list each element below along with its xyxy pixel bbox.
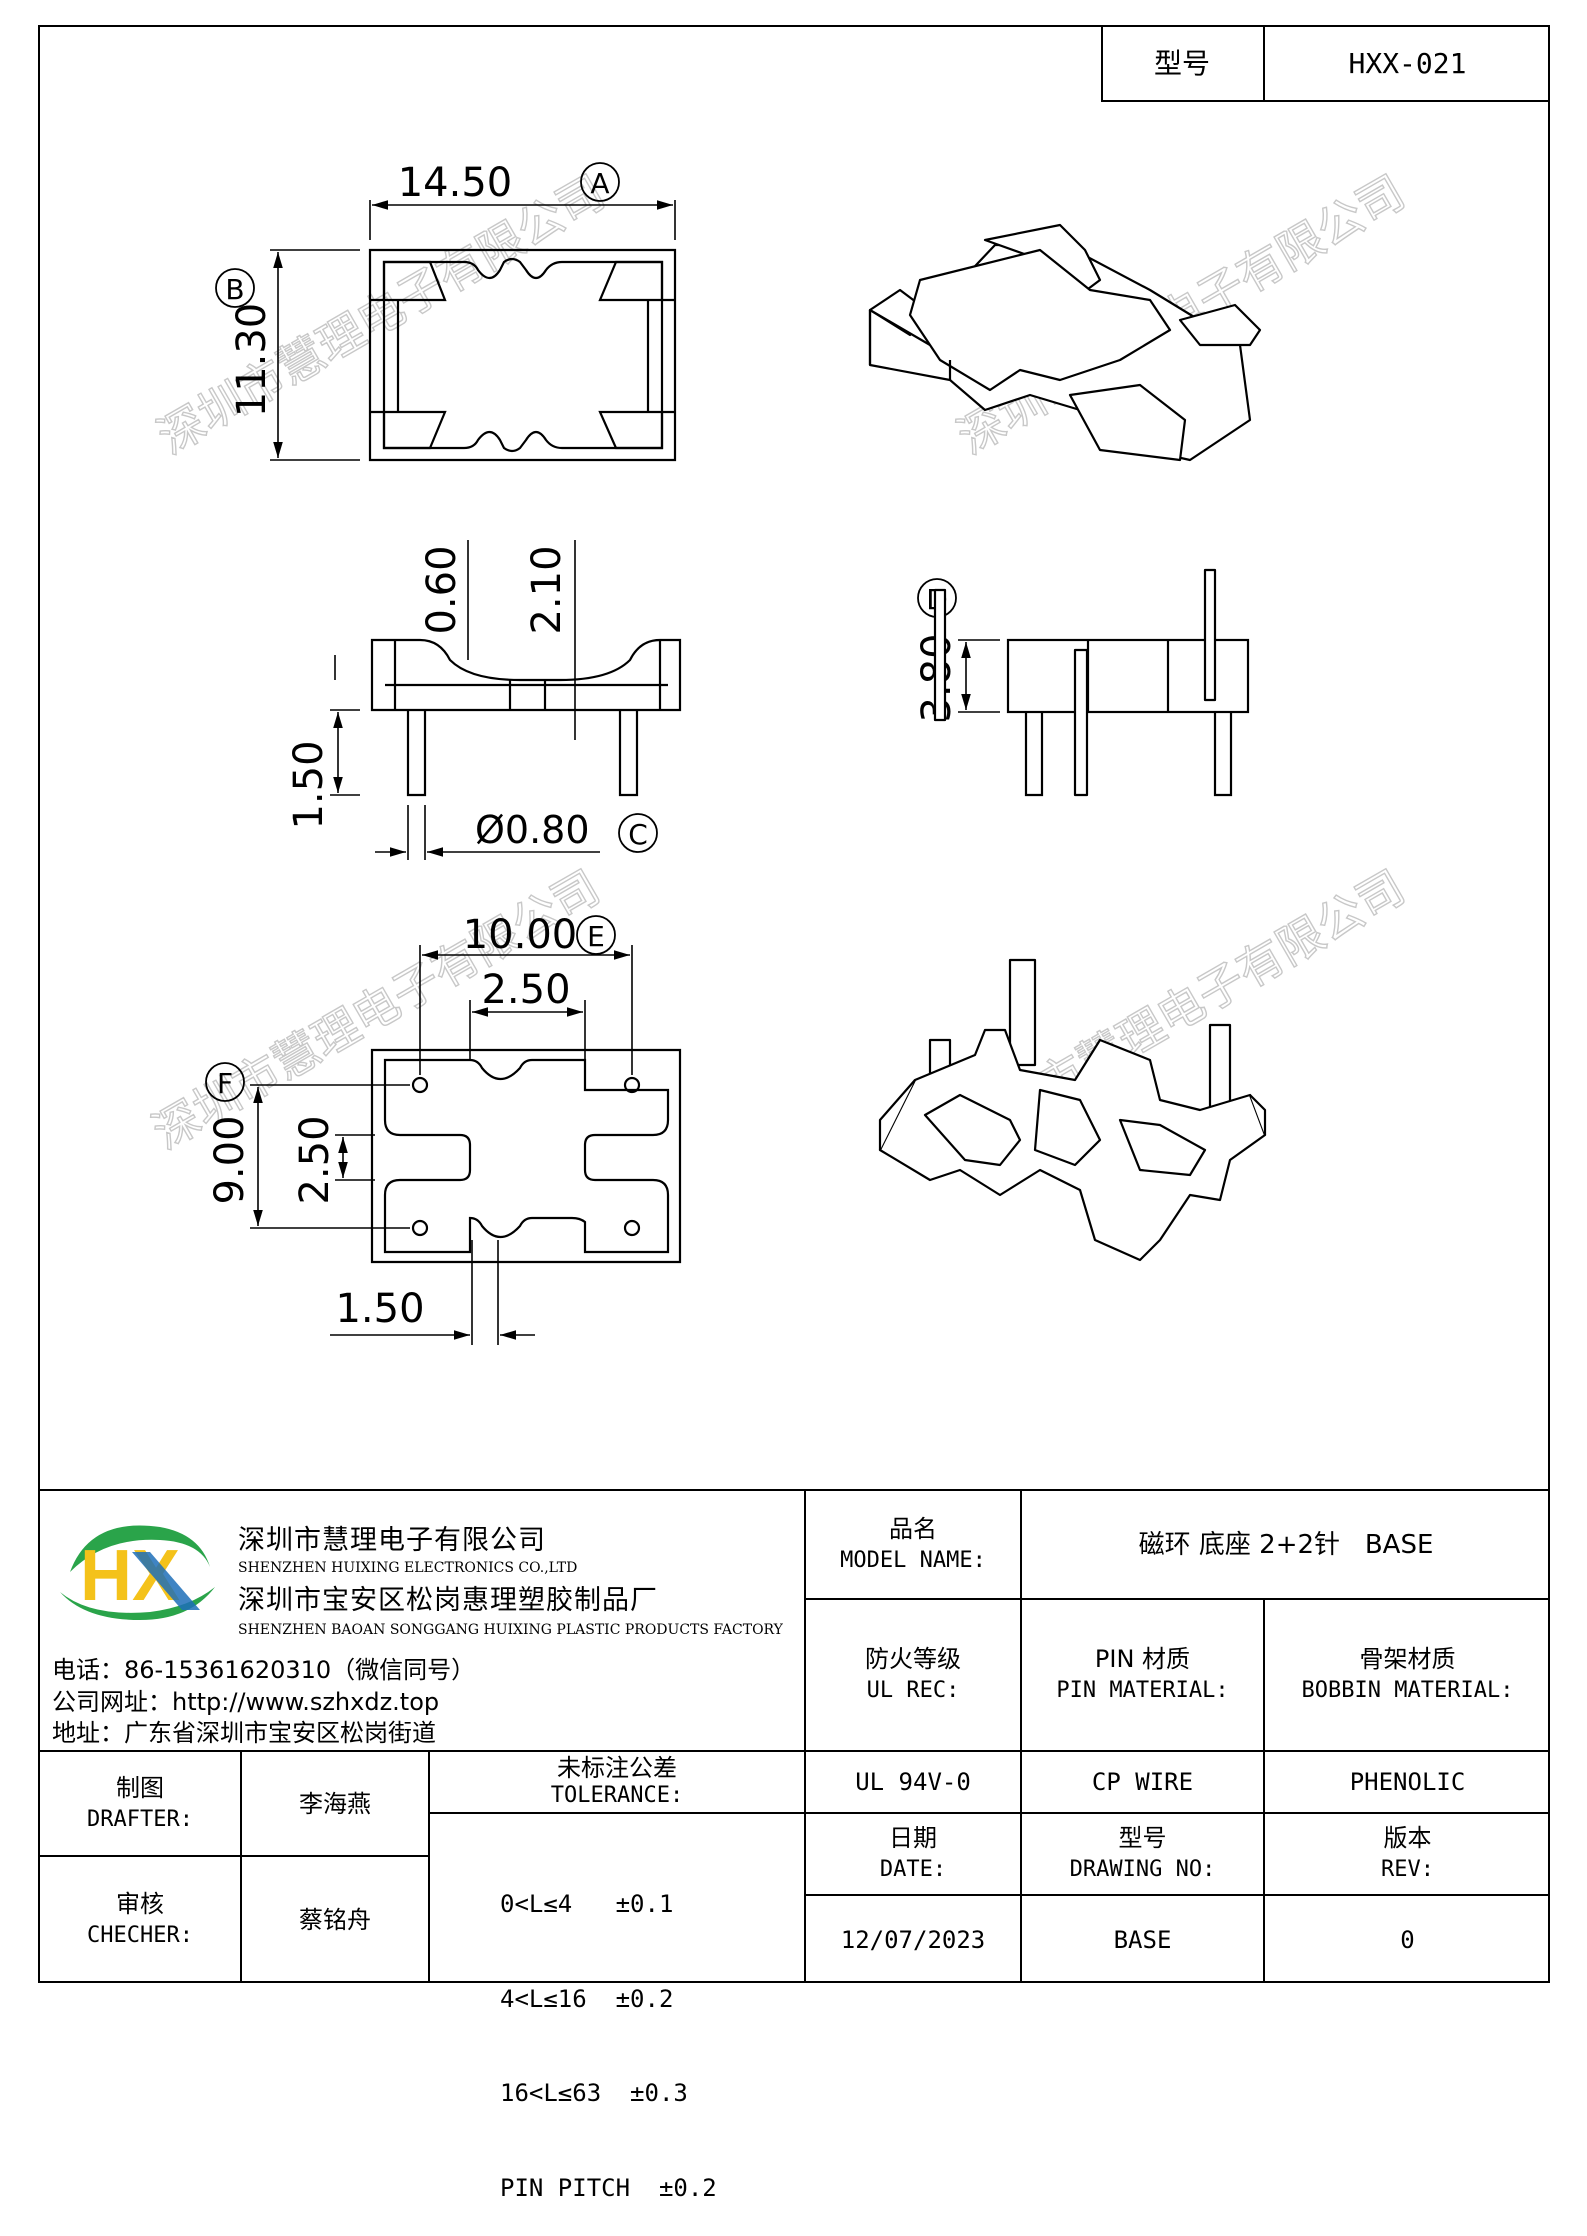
- checker-en: CHECHER:: [87, 1923, 193, 1948]
- model-name-label: 品名 MODEL NAME:: [806, 1491, 1020, 1598]
- model-label: 型号: [1153, 46, 1210, 80]
- ul-rec-cn: 防火等级: [865, 1645, 961, 1673]
- pin-material-cn: PIN 材质: [1094, 1645, 1191, 1673]
- company-name-cn: 深圳市慧理电子有限公司: [238, 1525, 546, 1556]
- bottom-view-dims: [250, 945, 633, 1345]
- ul-rec-label: 防火等级 UL REC:: [806, 1600, 1020, 1750]
- drawing-frame: [38, 25, 1550, 1983]
- dim-pin-span-y: 9.00: [207, 1115, 253, 1204]
- ul-rec-value: UL 94V-0: [855, 1768, 971, 1796]
- checker-value: 蔡铭舟: [299, 1906, 371, 1934]
- iso-view-bottom: [878, 958, 1267, 1262]
- dim-pin-diameter: Ø0.80: [475, 808, 590, 852]
- pin-material-value: CP WIRE: [1091, 1768, 1194, 1796]
- dim-pin-span-y-ref: F: [217, 1067, 233, 1100]
- rev-label: 版本 REV:: [1265, 1814, 1550, 1894]
- drawing-no-label: 型号 DRAWING NO:: [1022, 1814, 1263, 1894]
- date-label: 日期 DATE:: [806, 1814, 1020, 1894]
- model-value: HXX-021: [1348, 46, 1467, 80]
- dim-pin-diameter-ref: C: [628, 818, 648, 851]
- drafter-cn: 制图: [116, 1773, 164, 1802]
- tolerance-line-2: 4<L≤16 ±0.2: [500, 1984, 674, 2013]
- drafter-label: 制图 DRAFTER:: [40, 1752, 240, 1855]
- dim-pin-span-x: 10.00: [463, 912, 578, 958]
- dim-pin-length: 1.50: [286, 740, 332, 829]
- date-en: DATE:: [879, 1857, 947, 1882]
- technical-drawing: 深圳市慧理电子有限公司 深圳市慧理电子有限公司 深圳市慧理电子有限公司 深圳市慧…: [143, 160, 1414, 1345]
- dim-top-height: 11.30: [229, 303, 275, 418]
- end-view: [1006, 638, 1250, 797]
- tolerance-line-4: PIN PITCH ±0.2: [500, 2173, 717, 2202]
- bobbin-material-label: 骨架材质 BOBBIN MATERIAL:: [1265, 1600, 1550, 1750]
- tolerance-label: 未标注公差 TOLERANCE:: [430, 1752, 804, 1812]
- bobbin-material-cn: 骨架材质: [1359, 1645, 1456, 1673]
- model-name-cn: 品名: [889, 1514, 937, 1543]
- tolerance-line-3: 16<L≤63 ±0.3: [500, 2079, 688, 2107]
- date-value: 12/07/2023: [840, 1925, 986, 1954]
- rev-en: REV:: [1381, 1857, 1434, 1882]
- dim-slot-height: 2.50: [292, 1115, 338, 1204]
- rev-value: 0: [1400, 1925, 1415, 1954]
- tolerance-cn: 未标注公差: [557, 1754, 677, 1782]
- bobbin-material-en: BOBBIN MATERIAL:: [1301, 1678, 1514, 1703]
- drafter-value: 李海燕: [299, 1789, 371, 1818]
- rev-cn: 版本: [1383, 1824, 1432, 1852]
- ul-rec-en: UL REC:: [866, 1678, 960, 1703]
- bottom-view: [370, 1048, 682, 1264]
- pin-material-en: PIN MATERIAL:: [1056, 1678, 1229, 1703]
- dim-slot-width: 2.50: [481, 967, 570, 1013]
- iso-view-top: [868, 223, 1262, 797]
- factory-name-cn: 深圳市宝安区松岗惠理塑胶制品厂: [238, 1585, 658, 1616]
- model-box: [1101, 25, 1550, 102]
- drawing-no-value: BASE: [1113, 1925, 1172, 1954]
- drafter-en: DRAFTER:: [87, 1806, 193, 1832]
- drawing-no-cn: 型号: [1118, 1824, 1167, 1852]
- date-cn: 日期: [889, 1824, 937, 1852]
- model-name-en: MODEL NAME:: [840, 1547, 986, 1573]
- checker-cn: 审核: [116, 1890, 164, 1918]
- dim-top-width-ref: A: [590, 167, 609, 200]
- dim-side-depth1: 0.60: [419, 545, 465, 634]
- dim-top-width: 14.50: [398, 160, 513, 206]
- checker-label: 审核 CHECHER:: [40, 1857, 240, 1983]
- drawing-no-en: DRAWING NO:: [1069, 1857, 1216, 1882]
- tolerance-values: 0<L≤4 ±0.1 4<L≤16 ±0.2 16<L≤63 ±0.3 PIN …: [500, 1826, 717, 2236]
- company-address: 地址：广东省深圳市宝安区松岗街道: [52, 1719, 436, 1747]
- model-name-value: 磁环 底座 2+2针 BASE: [1138, 1529, 1434, 1560]
- side-view: [370, 638, 682, 797]
- company-logo: HX: [60, 1525, 215, 1620]
- tolerance-line-1: 0<L≤4 ±0.1: [500, 1890, 674, 1918]
- end-view-dims: [958, 639, 1000, 713]
- company-name-en: SHENZHEN HUIXING ELECTRONICS CO.,LTD: [238, 1560, 578, 1576]
- factory-name-en: SHENZHEN BAOAN SONGGANG HUIXING PLASTIC …: [238, 1622, 783, 1638]
- bobbin-material-value: PHENOLIC: [1349, 1768, 1466, 1796]
- dim-web-width: 1.50: [335, 1286, 424, 1332]
- company-website[interactable]: 公司网址：http://www.szhxdz.top: [52, 1688, 440, 1716]
- side-view-dims: [330, 540, 600, 860]
- tolerance-en: TOLERANCE:: [550, 1783, 684, 1808]
- pin-material-label: PIN 材质 PIN MATERIAL:: [1022, 1600, 1263, 1750]
- dim-top-height-ref: B: [225, 273, 244, 306]
- company-phone: 电话：86-15361620310（微信同号）: [52, 1656, 476, 1684]
- dim-side-depth2: 2.10: [524, 545, 570, 634]
- top-view: [368, 248, 677, 462]
- top-view-dims: [270, 200, 676, 461]
- dim-pin-span-x-ref: E: [587, 920, 605, 953]
- watermark-1: 深圳市慧理电子有限公司: [149, 165, 614, 465]
